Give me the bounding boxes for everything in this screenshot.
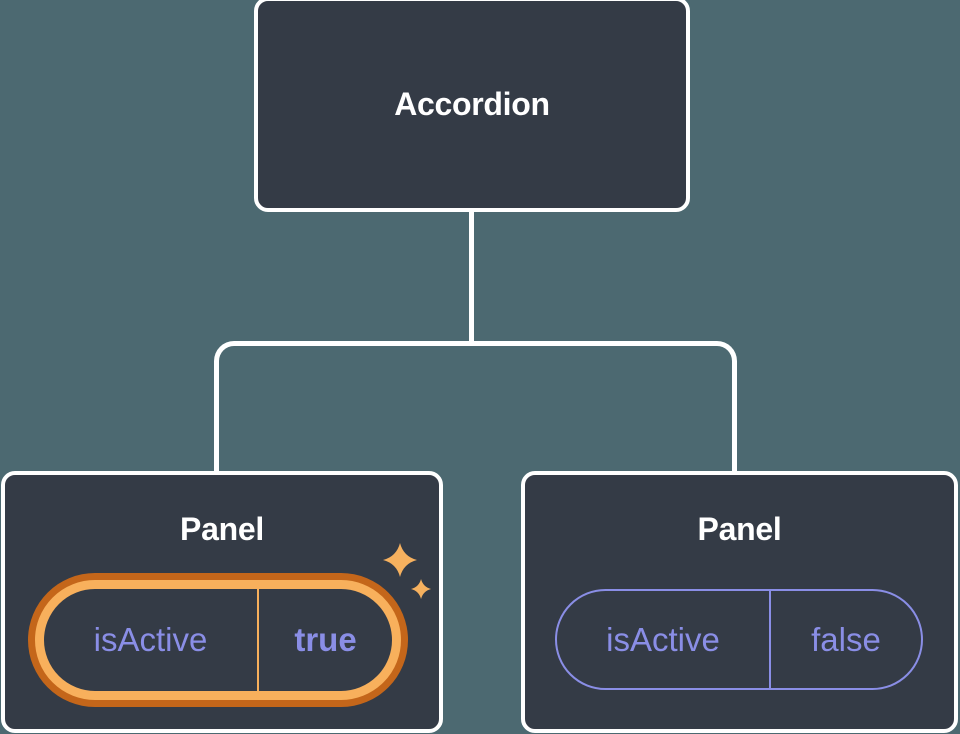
state-pill: isActive false <box>555 589 923 690</box>
panel-node-label: Panel <box>697 511 782 547</box>
connector-bracket <box>214 341 737 473</box>
state-pill-highlighted: isActive true <box>35 580 401 700</box>
panel-node-inactive: Panel isActive false <box>521 471 958 733</box>
state-prop-name: isActive <box>606 620 720 658</box>
state-prop-name: isActive <box>93 621 208 658</box>
sparkles-icon <box>383 543 432 600</box>
panel-node-active: Panel isActive true <box>1 471 443 733</box>
pill-divider <box>257 589 259 691</box>
state-prop-value: false <box>811 620 881 658</box>
connector-stem <box>469 206 474 346</box>
state-prop-value: true <box>294 621 357 658</box>
accordion-node-label: Accordion <box>394 86 550 122</box>
pill-divider <box>769 591 771 688</box>
accordion-node: Accordion <box>254 0 690 212</box>
panel-node-label: Panel <box>180 511 264 547</box>
